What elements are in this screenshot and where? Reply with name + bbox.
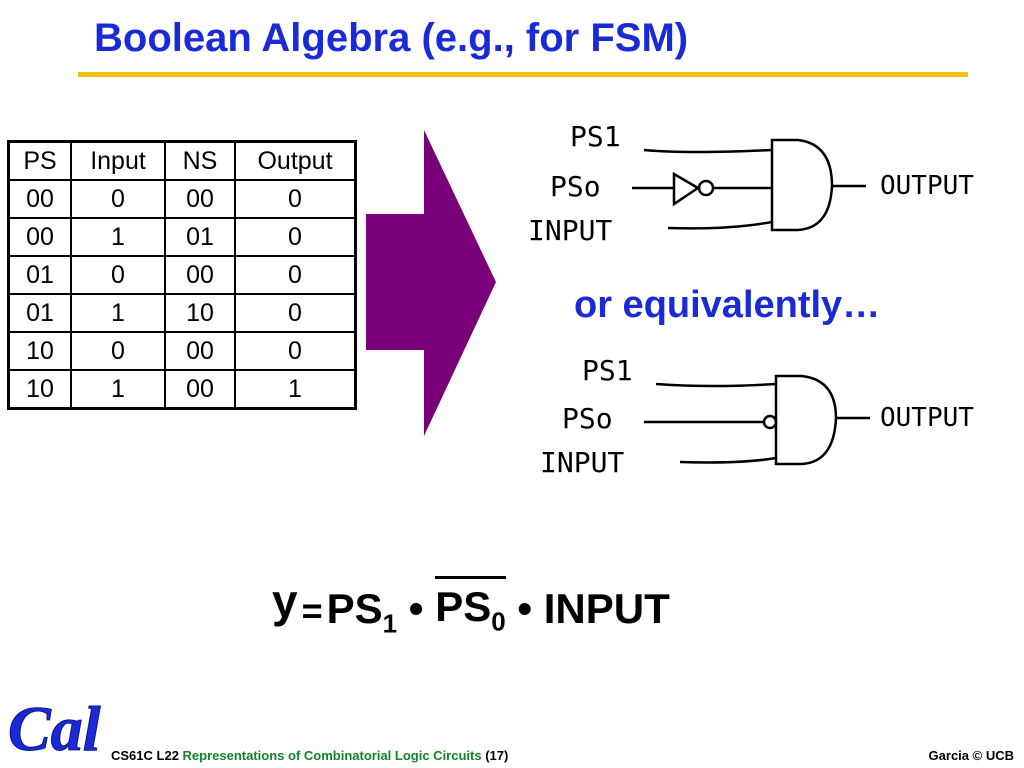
- cell-input: 0: [70, 255, 166, 295]
- equation-input: INPUT: [543, 585, 670, 632]
- cell-ps: 01: [7, 255, 72, 295]
- cell-output: 0: [234, 255, 357, 295]
- footer-page-number: (17): [485, 748, 509, 763]
- cell-input: 0: [70, 331, 166, 371]
- footer-credit: Garcia © UCB: [928, 748, 1014, 763]
- cell-ns: 00: [164, 331, 236, 371]
- circuit-top-diagram: PS1 PSo INPUT OUTPUT: [528, 120, 974, 247]
- ps0-symbol: PS: [435, 583, 492, 630]
- cell-output: 0: [234, 217, 357, 257]
- cell-ns: 00: [164, 179, 236, 219]
- cell-input: 1: [70, 217, 166, 257]
- table-row: 10 0 00 0: [7, 331, 357, 371]
- equation-ps1: PS1: [326, 585, 398, 638]
- cell-ns: 01: [164, 217, 236, 257]
- output-label: OUTPUT: [880, 403, 974, 433]
- inverted-input-bubble-icon: [762, 414, 778, 430]
- header-ps: PS: [7, 140, 72, 181]
- cell-ps: 10: [7, 369, 72, 410]
- cell-output: 0: [234, 293, 357, 333]
- ps1-wire: [643, 148, 773, 154]
- input-wire: [667, 220, 773, 230]
- ps1-label: PS1: [582, 354, 633, 387]
- cell-input: 0: [70, 179, 166, 219]
- cell-ps: 00: [7, 217, 72, 257]
- table-row: 00 1 01 0: [7, 217, 357, 257]
- header-input: Input: [70, 140, 166, 181]
- arrow-shape: [366, 130, 496, 436]
- cell-ns: 00: [164, 255, 236, 295]
- equation-equals: =: [301, 590, 323, 631]
- cell-ns: 00: [164, 369, 236, 410]
- cell-ps: 10: [7, 331, 72, 371]
- header-output: Output: [234, 140, 357, 181]
- cell-ps: 00: [7, 179, 72, 219]
- footer-course-code: CS61C L22: [111, 748, 179, 763]
- cal-logo: Cal: [8, 693, 102, 763]
- output-label: OUTPUT: [880, 171, 974, 201]
- equation-ps0-complement: PS0: [435, 576, 506, 637]
- cell-ns: 10: [164, 293, 236, 333]
- ps1-symbol: PS: [326, 585, 383, 632]
- table-row: 10 1 00 1: [7, 369, 357, 410]
- footer-course: CS61C L22 Representations of Combinatori…: [111, 748, 508, 763]
- truth-table-header-row: PS Input NS Output: [7, 140, 357, 181]
- cell-input: 1: [70, 369, 166, 410]
- truth-table: PS Input NS Output 00 0 00 0 00 1 01 0 0…: [7, 140, 357, 410]
- equivalently-caption: or equivalently…: [574, 284, 881, 326]
- cell-input: 1: [70, 293, 166, 333]
- header-ns: NS: [164, 140, 236, 181]
- right-arrow-icon: [366, 130, 496, 436]
- input-label: INPUT: [528, 214, 612, 247]
- ps0-label: PSo: [550, 170, 601, 203]
- ps1-subscript: 1: [382, 608, 398, 639]
- footer-course-title: Representations of Combinatorial Logic C…: [182, 748, 482, 763]
- title-underline: [78, 72, 968, 77]
- ps1-label: PS1: [570, 120, 621, 153]
- input-wire: [679, 456, 777, 464]
- table-row: 01 1 10 0: [7, 293, 357, 333]
- ps0-label: PSo: [562, 402, 613, 435]
- inverter-bubble-icon: [697, 179, 715, 197]
- ps0-subscript: 0: [491, 606, 506, 637]
- cell-output: 0: [234, 179, 357, 219]
- circuit-bottom-diagram: PS1 PSo INPUT OUTPUT: [540, 354, 974, 479]
- equation-lhs: y: [272, 575, 298, 627]
- cal-logo-text: Cal: [8, 693, 101, 762]
- table-row: 01 0 00 0: [7, 255, 357, 295]
- cell-output: 0: [234, 331, 357, 371]
- ps1-wire: [655, 382, 777, 388]
- inverter-triangle-icon: [672, 171, 701, 207]
- slide-title: Boolean Algebra (e.g., for FSM): [94, 16, 689, 60]
- equation-dot-1: •: [408, 585, 424, 632]
- and-gate-icon: [774, 374, 838, 466]
- cell-ps: 01: [7, 293, 72, 333]
- equation-dot-2: •: [517, 585, 533, 632]
- and-gate-icon: [770, 138, 834, 232]
- table-row: 00 0 00 0: [7, 179, 357, 219]
- input-label: INPUT: [540, 446, 624, 479]
- boolean-equation: y=PS1 • PS0 • INPUT: [272, 575, 670, 639]
- cell-output: 1: [234, 369, 357, 410]
